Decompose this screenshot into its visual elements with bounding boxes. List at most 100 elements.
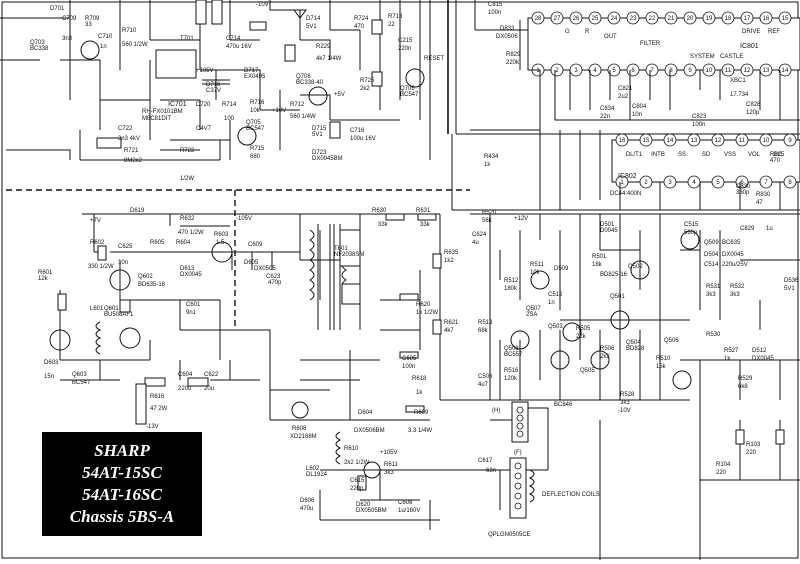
d720-value: C4V7 <box>196 126 212 132</box>
ic802-bot-pin-1 <box>615 175 629 189</box>
ic801-top-pin-16 <box>759 11 773 25</box>
ic801-bot-pin-number: 9 <box>688 68 692 74</box>
r632-value: 470 1/2W <box>178 230 204 236</box>
r725-label: R725 <box>360 78 375 84</box>
r104-value: 220 <box>716 470 727 476</box>
r531-value: 3k3 <box>706 292 716 298</box>
r710-label: R710 <box>122 28 137 34</box>
r716-label: R716 <box>250 100 265 106</box>
r829-label: R829 <box>506 52 521 58</box>
ic801-bot-pin-7 <box>645 63 659 77</box>
r608-value: XD2168M <box>290 434 317 440</box>
ic801-bot-pin-number: 11 <box>725 68 732 74</box>
c821-value: 2u2 <box>618 94 629 100</box>
ic802-pin-name: INTB <box>651 152 665 158</box>
ic802-top-pin-number: 13 <box>691 138 698 144</box>
c515-value: 560p <box>684 230 698 236</box>
r512-value: 180k <box>504 286 518 292</box>
l602-label: L602 <box>306 466 320 472</box>
r601-value: 12k <box>38 276 49 282</box>
c506-label: C506 <box>478 374 493 380</box>
ic802-top-pin-number: 11 <box>739 138 746 144</box>
d715-value: 5V1 <box>312 132 323 138</box>
q708-value: BC338-40 <box>296 80 324 86</box>
x801-value: 17.734 <box>730 92 749 98</box>
ic801-top-pin-24 <box>607 11 621 25</box>
plus105-top-label: +105V <box>196 68 214 74</box>
ic802-bot-pin-number: 5 <box>716 180 720 186</box>
c834-value: 22n <box>600 114 610 120</box>
d613-value: DX0045 <box>180 272 202 278</box>
r713-value: 22 <box>388 22 395 28</box>
r604-label: R604 <box>176 240 191 246</box>
ic801-bot-pin-number: 6 <box>631 68 635 74</box>
ic801-top-pin-number: 16 <box>763 16 770 22</box>
r510-label: R510 <box>656 356 671 362</box>
c821-label: C821 <box>618 86 633 92</box>
d605-label: D605 <box>244 260 259 266</box>
r512-label: R512 <box>504 278 519 284</box>
q504-label: Q504 <box>626 340 641 346</box>
ic802-pin-name: DL/T1 <box>626 152 643 158</box>
ic802-pin-name: VSS <box>724 152 736 158</box>
d619-label: D619 <box>130 208 145 214</box>
d604-value: DX0506BM <box>354 428 385 434</box>
d603-value: 15n <box>44 374 54 380</box>
c815-value: 100n <box>488 10 501 16</box>
d613-label: D613 <box>180 266 195 272</box>
r609-value: 3.3 1/4W <box>408 428 432 434</box>
c823-label: C823 <box>692 114 707 120</box>
ic801-top-pin-number: 27 <box>554 16 561 22</box>
c815-label: C815 <box>488 2 503 8</box>
r602-value: 330 1/2W <box>88 264 114 270</box>
minus10v-label: -10V <box>256 2 269 8</box>
ic801-top-pin-21 <box>664 11 678 25</box>
ic802-top-pin-number: 15 <box>643 138 650 144</box>
deflection-coils-label: DEFLECTION COILS <box>542 492 600 498</box>
c828-value: 120p <box>746 110 760 116</box>
d604-label: D604 <box>358 410 373 416</box>
c604-value: 220u <box>178 386 191 392</box>
ic801-top-pin-number: 24 <box>611 16 618 22</box>
c710-value: 1n <box>100 44 107 50</box>
d701-label: D701 <box>50 6 65 12</box>
r603-value: 1.5 <box>216 240 225 246</box>
c716-value: 100u 16V <box>350 136 376 142</box>
r602-label: R602 <box>90 240 105 246</box>
ic801-pin-name-g: G <box>565 29 570 35</box>
r618-label: R618 <box>412 376 427 382</box>
r611-label: R611 <box>384 462 399 468</box>
brand-title: SHARP <box>94 441 150 460</box>
ic801-top-pin-number: 20 <box>687 16 694 22</box>
r620-value: 1k 1/2W <box>416 310 438 316</box>
q602-label: Q602 <box>138 274 153 280</box>
ic801-bot-pin-number: 8 <box>669 68 673 74</box>
ic801-bot-pin-10 <box>702 63 716 77</box>
r511-value: 10k <box>530 270 541 276</box>
r825-label: R825 <box>770 152 785 158</box>
d716-value: C37V <box>206 88 221 94</box>
r709-label: R709 <box>85 16 100 22</box>
ic802-bot-pin-number: 1 <box>620 180 624 186</box>
r724-label: R724 <box>354 16 369 22</box>
c615-label: C615 <box>350 478 365 484</box>
d715-label: D715 <box>312 126 327 132</box>
ic801-bot-pin-9 <box>683 63 697 77</box>
ic802-top-pin-15 <box>639 133 653 147</box>
q509-value: BC635 <box>722 240 741 246</box>
r725-value: 2k2 <box>360 86 370 92</box>
d606-value: 470u <box>300 506 313 512</box>
ic801-bot-pin-number: 14 <box>782 68 789 74</box>
d603-label: D603 <box>44 360 59 366</box>
r501-value: 18k <box>592 262 603 268</box>
ic802-bot-pin-number: 7 <box>764 180 768 186</box>
r721-label: R721 <box>124 148 139 154</box>
ic801-pin-name-r: R <box>585 29 590 35</box>
ic802-top-pin-11 <box>735 133 749 147</box>
d606-label: D606 <box>300 498 315 504</box>
r532-value: 3k3 <box>730 292 740 298</box>
c710-label: C710 <box>98 34 113 40</box>
plus12-label: +12V <box>514 216 528 222</box>
